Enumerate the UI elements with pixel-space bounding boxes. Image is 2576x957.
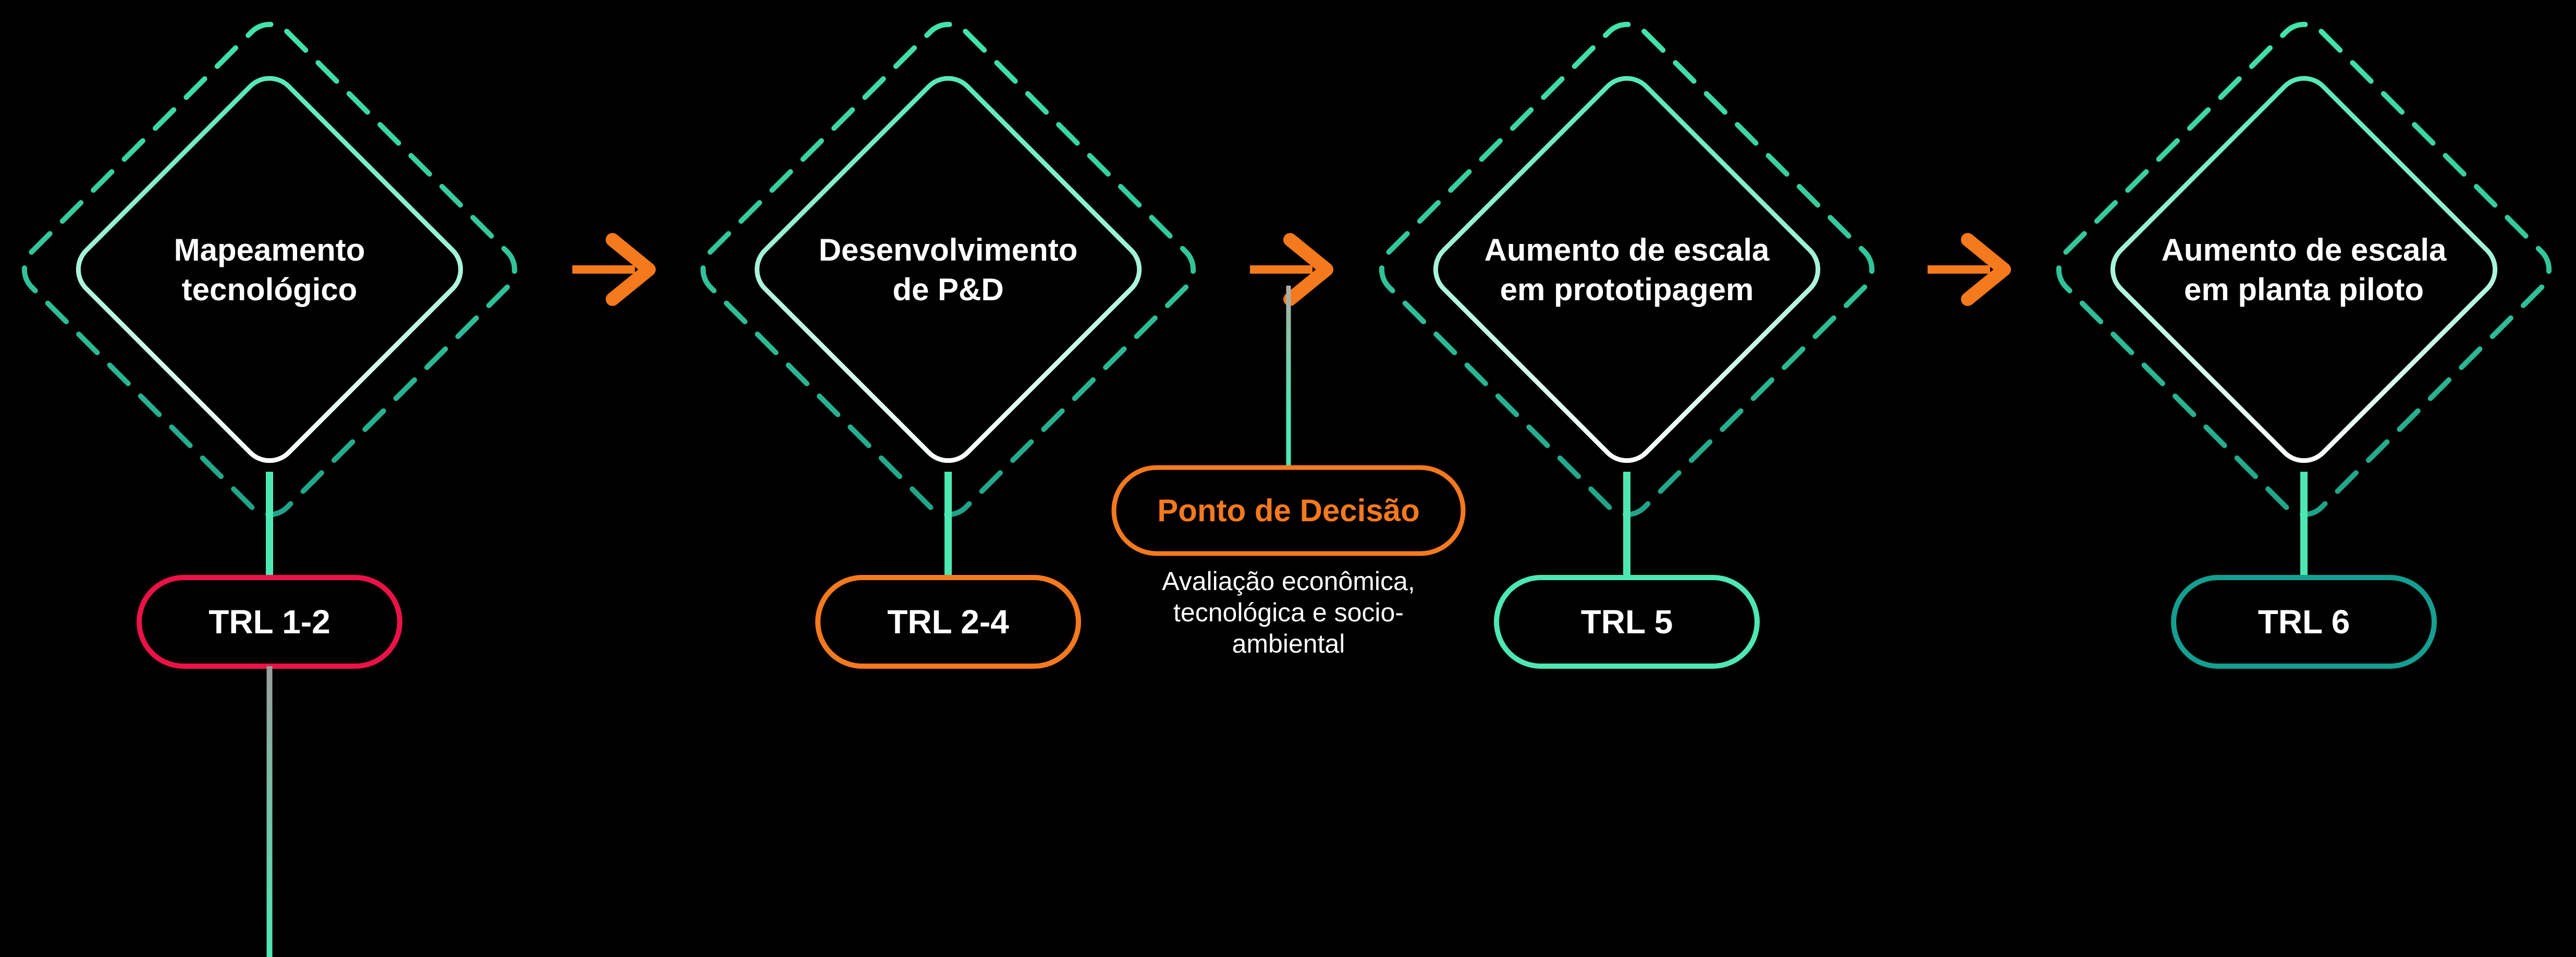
stage-4-trl-badge — [2171, 575, 2437, 669]
decision-point-box — [1111, 465, 1466, 556]
stage-1-title-line1: Mapeamento — [174, 232, 365, 267]
decision-note-line3: ambiental — [1232, 629, 1345, 658]
stage-2-inner-diamond — [754, 76, 1142, 463]
flow-arrow-2-head — [1283, 233, 1333, 306]
stage-1-inner-diamond — [76, 76, 463, 463]
stage-4-title-line2: em planta piloto — [2184, 272, 2424, 307]
flow-arrow-3-head — [1961, 233, 2011, 306]
stage-2: Desenvolvimento de P&D TRL 2-4 — [700, 21, 1196, 669]
flow-arrow-1 — [572, 233, 656, 306]
stage-4-outer-dashed-diamond — [2056, 21, 2552, 518]
flow-arrow-3 — [1928, 233, 2011, 306]
stage-3-inner-diamond — [1433, 76, 1821, 463]
stage-2-trl-label: TRL 2-4 — [887, 603, 1009, 641]
stage-3: Aumento de escala em prototipagem TRL 5 — [1379, 21, 1875, 669]
decision-note-line2: tecnológica e socio- — [1173, 598, 1404, 627]
stage-4-title-line1: Aumento de escala — [2162, 232, 2447, 267]
stage-4-trl-label: TRL 6 — [2258, 603, 2350, 641]
flow-arrow-2 — [1250, 233, 1333, 306]
stage-3-title-line1: Aumento de escala — [1485, 232, 1770, 267]
stage-1: Mapeamento tecnológico TRL 1-2 — [21, 21, 518, 957]
stage-3-outer-dashed-diamond — [1379, 21, 1875, 518]
stage-4: Aumento de escala em planta piloto TRL 6 — [2056, 21, 2552, 669]
stage-4-inner-diamond — [2110, 76, 2498, 463]
stage-3-trl-label: TRL 5 — [1581, 603, 1673, 641]
stage-3-trl-badge — [1494, 575, 1760, 669]
stage-1-trl-label: TRL 1-2 — [208, 603, 330, 641]
decision-point-label: Ponto de Decisão — [1157, 493, 1419, 528]
decision-note-line1: Avaliação econômica, — [1162, 567, 1415, 596]
flow-arrow-1-head — [606, 233, 656, 306]
stage-2-outer-dashed-diamond — [700, 21, 1196, 518]
stage-2-title-line1: Desenvolvimento — [819, 232, 1078, 267]
decision-point: Ponto de Decisão Avaliação econômica, te… — [1111, 286, 1466, 658]
stage-1-outer-dashed-diamond — [21, 21, 518, 518]
stage-2-trl-badge — [815, 575, 1081, 669]
stage-2-title-line2: de P&D — [892, 272, 1003, 307]
stage-1-title-line2: tecnológico — [182, 272, 358, 307]
stage-3-title-line2: em prototipagem — [1500, 272, 1754, 307]
